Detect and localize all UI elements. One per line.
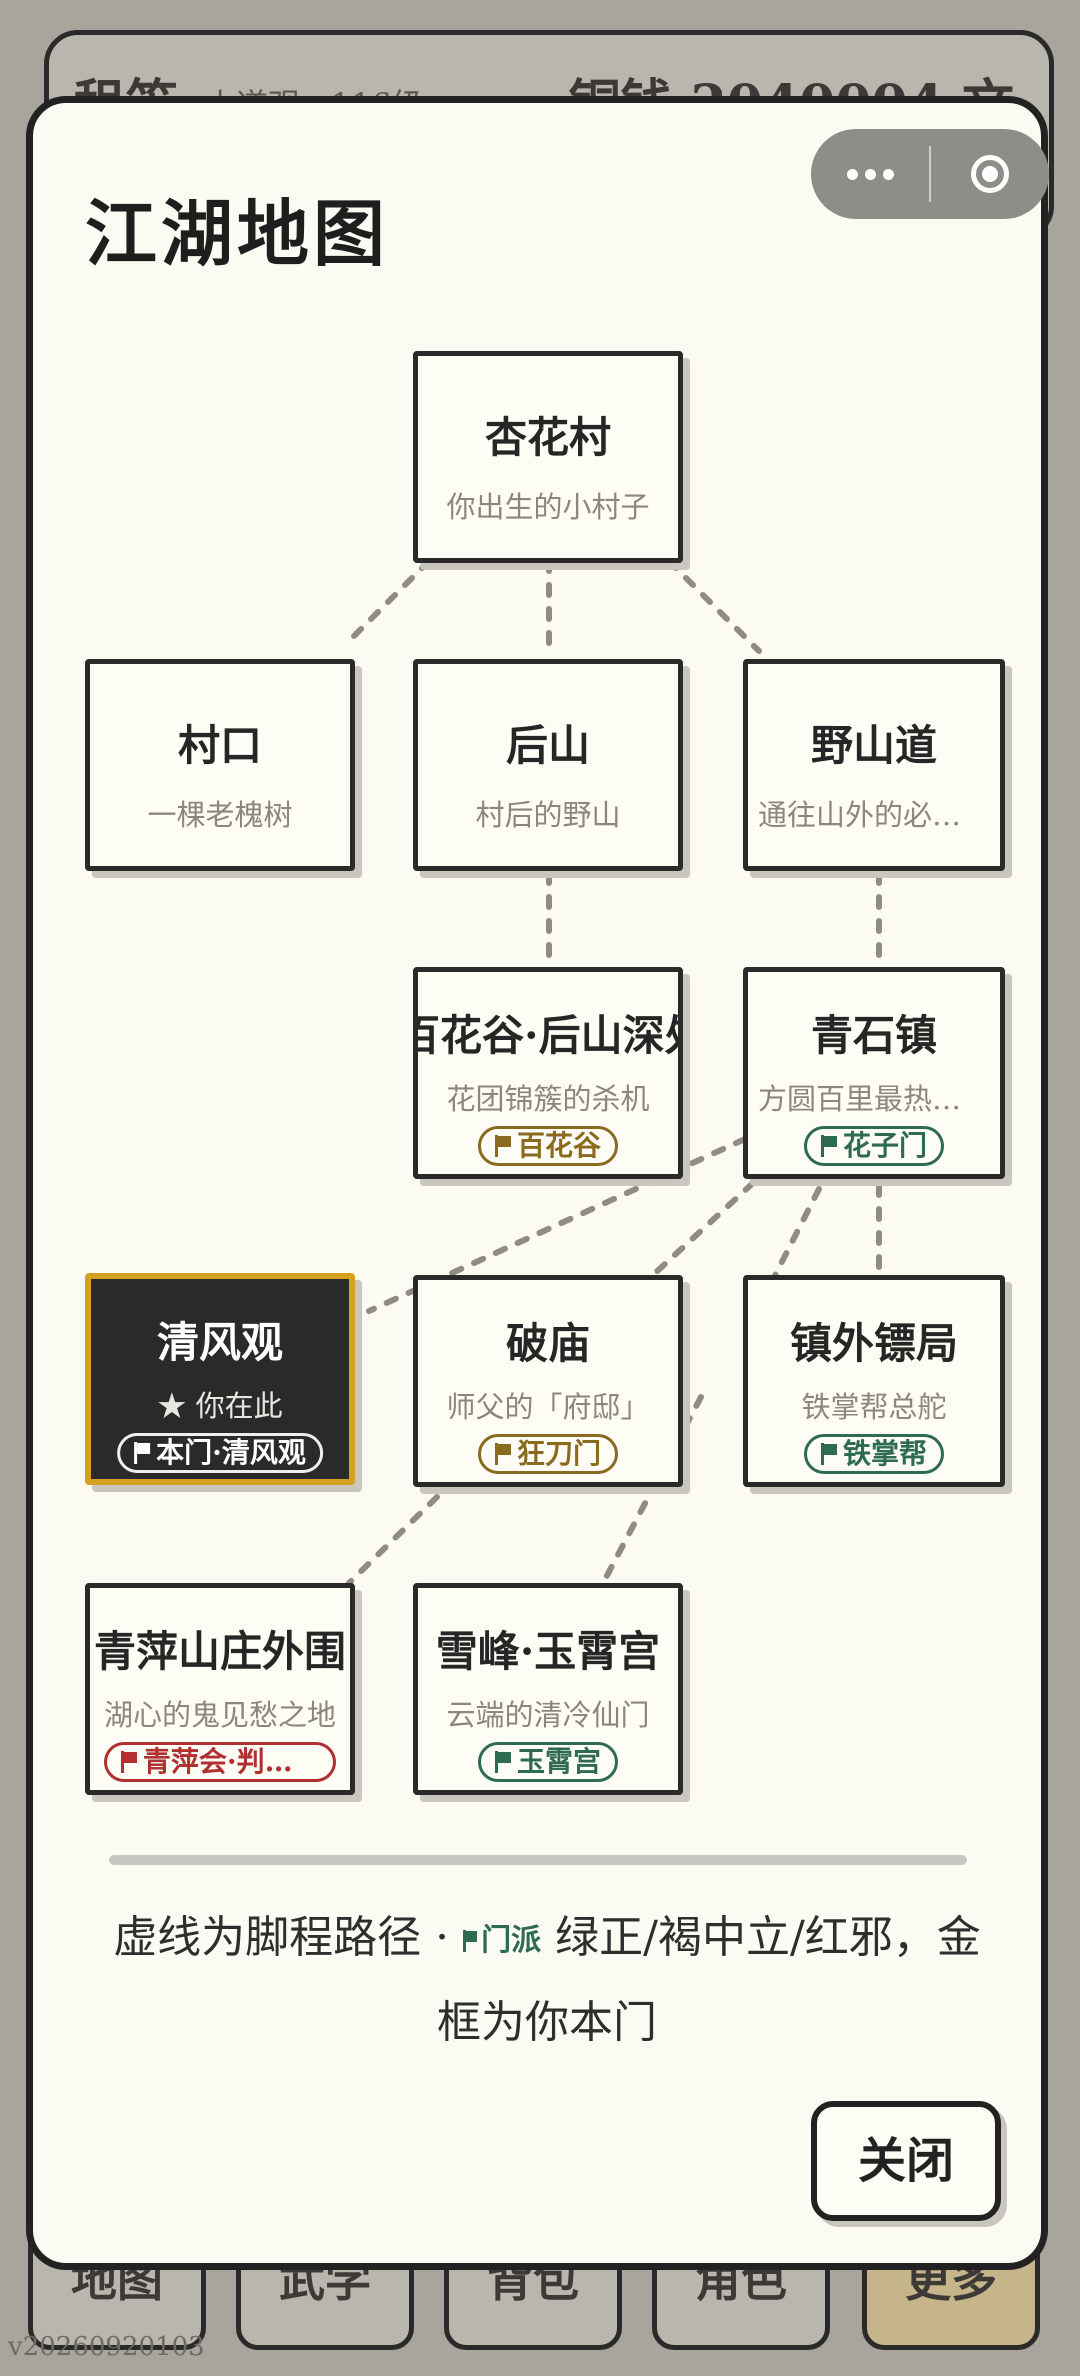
sect-tag-label: 花子门 [842,1129,928,1162]
flag-icon [820,1135,837,1157]
node-subtitle: 通往山外的必经之路 [758,798,990,832]
map-node-xinghuacun[interactable]: 杏花村 你出生的小村子 [413,351,683,563]
node-title: 野山道 [810,721,937,770]
node-title: 青石镇 [810,1011,937,1060]
map-node-baihuagu[interactable]: 百花谷·后山深处 花团锦簇的杀机 百花谷 [413,967,683,1179]
sect-tag-label: 本门·清风观 [156,1436,306,1469]
node-title: 青萍山庄外围 [93,1627,346,1676]
node-subtitle: 方圆百里最热闹的镇子 [758,1082,990,1116]
route-line [344,558,432,646]
you-are-here-label: ★ 你在此 [157,1389,283,1423]
horizontal-scrollbar[interactable] [109,1855,967,1865]
sect-tag-label: 青萍会·判官堂 [142,1745,319,1778]
flag-icon [494,1135,511,1157]
sect-tag: 铁掌帮 [803,1434,945,1474]
version-label: v20260920103 [8,2332,205,2362]
node-subtitle: 村后的野山 [475,798,621,832]
flag-icon [494,1751,511,1773]
node-subtitle: 你出生的小村子 [446,490,650,524]
sect-tag-label: 玉霄宫 [516,1745,602,1778]
sect-tag-label: 狂刀门 [516,1437,602,1470]
map-node-qingping-shanzhuang[interactable]: 青萍山庄外围 湖心的鬼见愁之地 青萍会·判官堂 [85,1583,355,1795]
node-subtitle: 云端的清冷仙门 [446,1698,650,1732]
legend-sect-flag: 门派 [463,1900,541,1982]
route-line [598,1394,704,1590]
mini-program-capsule [811,129,1049,219]
route-line [666,558,762,654]
node-subtitle: 师父的「府邸」 [446,1390,650,1424]
flag-icon [463,1929,478,1952]
map-node-xuefeng-yuxiaogong[interactable]: 雪峰·玉霄宫 云端的清冷仙门 玉霄宫 [413,1583,683,1795]
legend-route-text: 虚线为脚程路径 · [113,1912,464,1963]
flag-icon [820,1443,837,1465]
map-node-qingfengguan-current[interactable]: 清风观 ★ 你在此 本门·清风观 [85,1273,355,1485]
sect-tag: 狂刀门 [477,1434,619,1474]
node-title: 百花谷·后山深处 [418,1011,678,1060]
node-title: 破庙 [505,1319,590,1368]
modal-title: 江湖地图 [85,191,390,276]
map-node-houshan[interactable]: 后山 村后的野山 [413,659,683,871]
route-line [650,1180,756,1278]
capsule-divider [929,146,931,202]
node-title: 后山 [505,721,590,770]
node-title: 杏花村 [484,413,611,462]
sect-tag: 花子门 [803,1126,945,1166]
flag-icon [494,1443,511,1465]
exit-target-icon[interactable] [931,129,1049,219]
node-title: 村口 [177,721,262,770]
map-node-cunkou[interactable]: 村口 一棵老槐树 [85,659,355,871]
node-title: 镇外镖局 [789,1319,958,1368]
map-legend: 虚线为脚程路径 · 门派 绿正/褐中立/红邪，金框为你本门 [93,1897,1001,2064]
home-sect-tag: 本门·清风观 [117,1433,323,1473]
legend-color-text: 绿正/褐中立/红邪，金框为你本门 [437,1912,981,2048]
node-subtitle: 花团锦簇的杀机 [446,1082,650,1116]
node-title: 雪峰·玉霄宫 [435,1627,661,1676]
node-subtitle: 湖心的鬼见愁之地 [103,1698,336,1732]
map-node-zhenwai-biaoju[interactable]: 镇外镖局 铁掌帮总舵 铁掌帮 [743,1275,1005,1487]
sect-tag-label: 铁掌帮 [842,1437,928,1470]
more-dots-icon[interactable] [811,129,929,219]
map-node-yeshandao[interactable]: 野山道 通往山外的必经之路 [743,659,1005,871]
legend-flag-label: 门派 [481,1922,542,1958]
sect-tag-label: 百花谷 [516,1129,602,1162]
node-subtitle: 铁掌帮总舵 [801,1390,947,1424]
node-subtitle: 一棵老槐树 [147,798,293,832]
map-modal: 江湖地图 杏花村 你出生的小村子 村口 一棵老槐树 后山 村后的野山 [26,96,1049,2270]
close-button[interactable]: 关闭 [811,2101,1001,2221]
route-line [346,1494,440,1586]
flag-icon [134,1442,151,1464]
sect-tag: 玉霄宫 [477,1742,619,1782]
map-node-qingshizhen[interactable]: 青石镇 方圆百里最热闹的镇子 花子门 [743,967,1005,1179]
flag-icon [121,1751,137,1773]
sect-tag: 青萍会·判官堂 [104,1742,336,1782]
node-title: 清风观 [156,1318,283,1367]
map-node-pomiao[interactable]: 破庙 师父的「府邸」 狂刀门 [413,1275,683,1487]
sect-tag: 百花谷 [477,1126,619,1166]
